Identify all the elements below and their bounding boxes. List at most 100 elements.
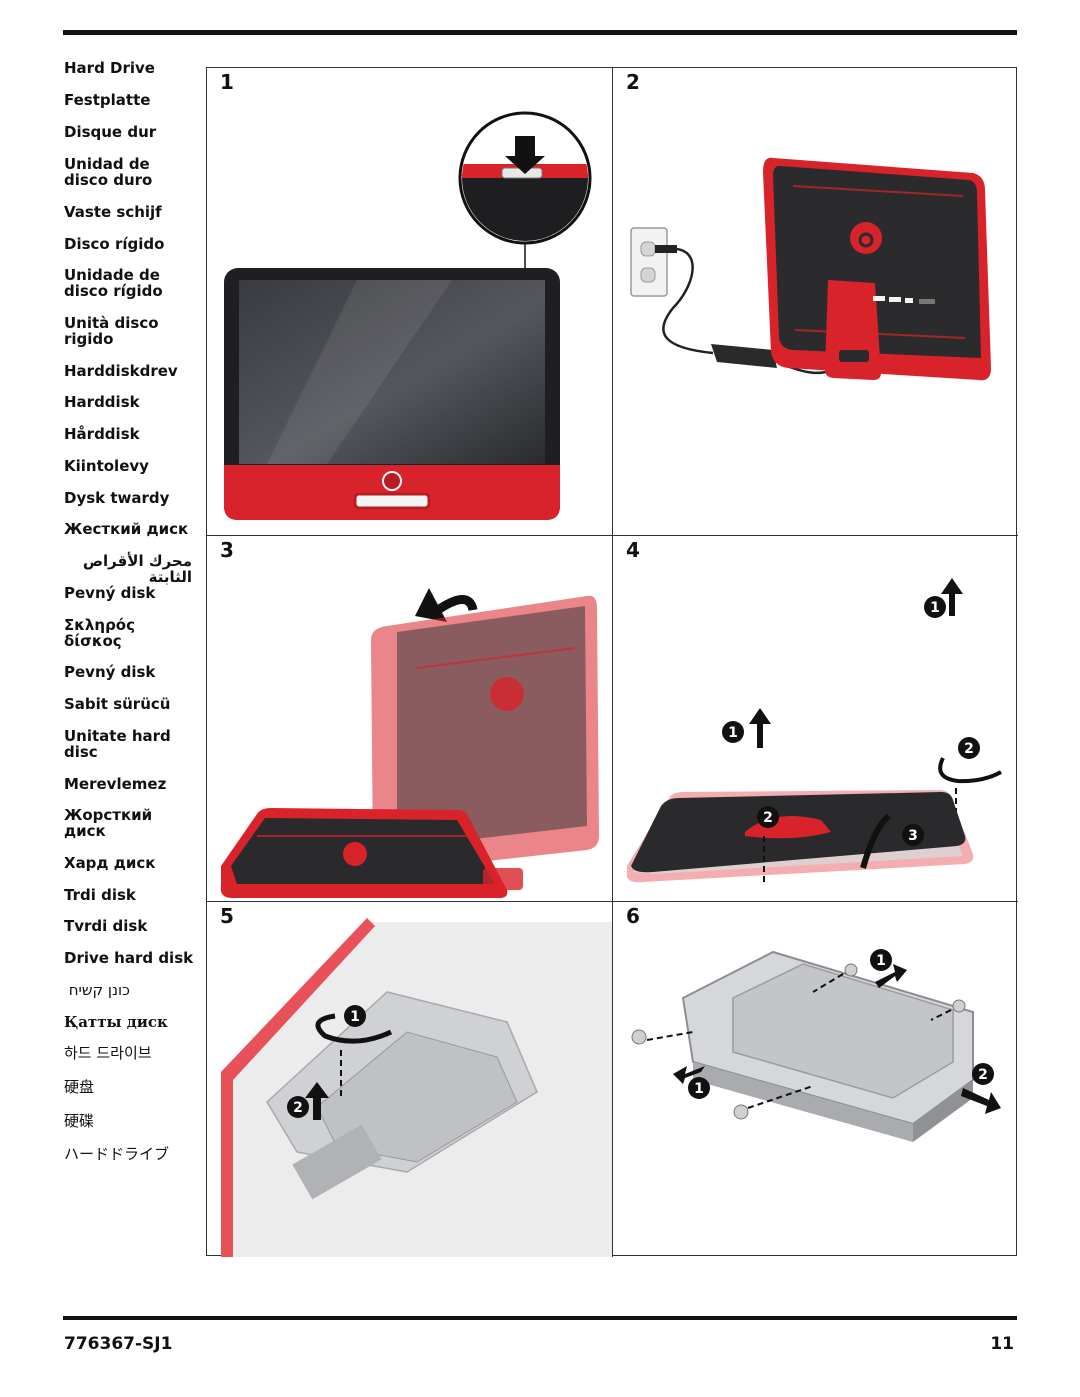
- stand-laid: [483, 868, 523, 890]
- grid-divider-row2: [207, 901, 1018, 902]
- monitor-back-panel: [773, 165, 981, 358]
- slide-out-arrow-icon: [961, 1088, 1001, 1114]
- label-kk: Қатты диск: [64, 1013, 168, 1031]
- monitor-stand: [353, 492, 431, 510]
- label-ar: محرك الأقراص الثابتة: [82, 552, 192, 586]
- unscrew-arrow-icon-b: [315, 1013, 393, 1044]
- label-da: Harddiskdrev: [64, 362, 178, 380]
- grid-divider-row1: [207, 535, 1018, 536]
- callout-2-badge-a: [958, 737, 980, 759]
- label-ro: Unitate hard disc: [64, 727, 171, 761]
- label-en: Hard Drive: [64, 59, 155, 77]
- step-1-number: 1: [220, 70, 234, 94]
- monitor-screen: [239, 280, 545, 464]
- label-pt-br: Unidade de disco rígido: [64, 266, 163, 300]
- callout-2-text-d: 2: [978, 1067, 988, 1083]
- callout-1-text-a: 1: [930, 600, 940, 616]
- label-no: Harddisk: [64, 393, 140, 411]
- wall-outlet: [630, 227, 668, 297]
- step-1-panel: 1: [207, 68, 612, 535]
- step-2-illustration: [630, 157, 991, 381]
- push-down-arrow-icon: [505, 136, 545, 174]
- callout-1-badge-b: [722, 721, 744, 743]
- illustration-grid: 1: [206, 67, 1018, 1257]
- label-zh-tw: 硬碟: [64, 1112, 95, 1130]
- callout-1-badge-e: [688, 1077, 710, 1099]
- label-sv: Hårddisk: [64, 425, 140, 443]
- screen-glare: [267, 280, 452, 464]
- label-it: Unità disco rigido: [64, 314, 159, 348]
- callout-1-text-c: 1: [350, 1009, 360, 1025]
- screw-top-left: [844, 963, 858, 977]
- power-adapter: [711, 344, 777, 368]
- label-zh-cn: 硬盘: [64, 1078, 95, 1096]
- callout-1-badge-d: [870, 949, 892, 971]
- label-el: Σκληρός δίσκος: [64, 616, 136, 650]
- callout-1-text-d: 1: [876, 953, 886, 969]
- callout-1-badge-c: [344, 1005, 366, 1027]
- callout-2-text-b: 2: [763, 810, 773, 826]
- slide-right-arrow-icon: [875, 964, 907, 988]
- screw-top-right: [952, 999, 966, 1013]
- callout-2-badge-c: [287, 1096, 309, 1118]
- grid-divider-vertical: [612, 68, 613, 1257]
- callout-1-text-b: 1: [728, 725, 738, 741]
- label-de: Festplatte: [64, 91, 151, 109]
- screw-bottom: [733, 1104, 749, 1120]
- label-fr: Disque dur: [64, 123, 157, 141]
- label-nl: Vaste schijf: [64, 203, 162, 221]
- unscrew-arrow-icon: [938, 757, 1002, 784]
- step-5-illustration: 1 2: [221, 918, 612, 1257]
- step-3-panel: 3: [207, 536, 612, 901]
- drive-top-plate: [732, 963, 954, 1099]
- callout-1-badge-a: [924, 596, 946, 618]
- label-sk: Pevný disk: [64, 663, 156, 681]
- lift-up-arrow-icon-b: [749, 708, 771, 748]
- slide-left-arrow-icon: [673, 1066, 705, 1084]
- step-6-panel: 6 1 1 2: [613, 902, 1018, 1257]
- lift-cover-arrow-icon: [860, 813, 891, 869]
- power-cable: [662, 247, 714, 355]
- label-ko: 하드 드라이브: [64, 1044, 152, 1062]
- label-pl: Dysk twardy: [64, 489, 170, 507]
- step-4-number: 4: [626, 538, 640, 562]
- step-6-illustration: 1 1 2: [631, 949, 1001, 1142]
- bottom-rule: [63, 1316, 1017, 1320]
- step-4-illustration: 1 1 2 2 3: [626, 578, 1002, 886]
- label-hr: Tvrdi disk: [64, 917, 148, 935]
- drive-side: [693, 1062, 913, 1142]
- callout-2-text-a: 2: [964, 741, 974, 757]
- step-1-illustration: [224, 111, 592, 520]
- document-code: 776367-SJ1: [64, 1334, 173, 1354]
- label-he: כונן קשיח: [68, 981, 130, 999]
- lift-up-arrow-icon-c: [305, 1082, 329, 1120]
- lift-up-arrow-icon: [941, 578, 963, 616]
- label-cs: Pevný disk: [64, 584, 156, 602]
- step-2-number: 2: [626, 70, 640, 94]
- label-uk: Жорсткий диск: [64, 806, 153, 840]
- power-plug: [655, 245, 677, 253]
- label-es: Unidad de disco duro: [64, 155, 153, 189]
- page-number: 11: [990, 1334, 1014, 1354]
- beats-logo-laid: [343, 842, 367, 866]
- callout-2-badge-d: [972, 1063, 994, 1085]
- monitor-ghost-panel: [397, 606, 587, 848]
- step-5-number: 5: [220, 904, 234, 928]
- top-rule: [63, 30, 1017, 35]
- beats-logo-back: [850, 222, 882, 254]
- step-4-panel: 4 1 1 2 2 3: [613, 536, 1018, 901]
- step-3-number: 3: [220, 538, 234, 562]
- step-2-panel: 2: [613, 68, 1018, 535]
- step-6-number: 6: [626, 904, 640, 928]
- label-ja: ハードドライブ: [64, 1145, 170, 1163]
- screw-left: [631, 1029, 647, 1045]
- label-ru: Жесткий диск: [64, 520, 189, 538]
- monitor-stand-back: [825, 280, 881, 380]
- callout-3-text: 3: [908, 828, 918, 844]
- label-pt: Disco rígido: [64, 235, 165, 253]
- callout-1-text-e: 1: [694, 1081, 704, 1097]
- label-hu: Merevlemez: [64, 775, 167, 793]
- label-tr: Sabit sürücü: [64, 695, 171, 713]
- callout-2-badge-b: [757, 806, 779, 828]
- callout-3-badge: [902, 824, 924, 846]
